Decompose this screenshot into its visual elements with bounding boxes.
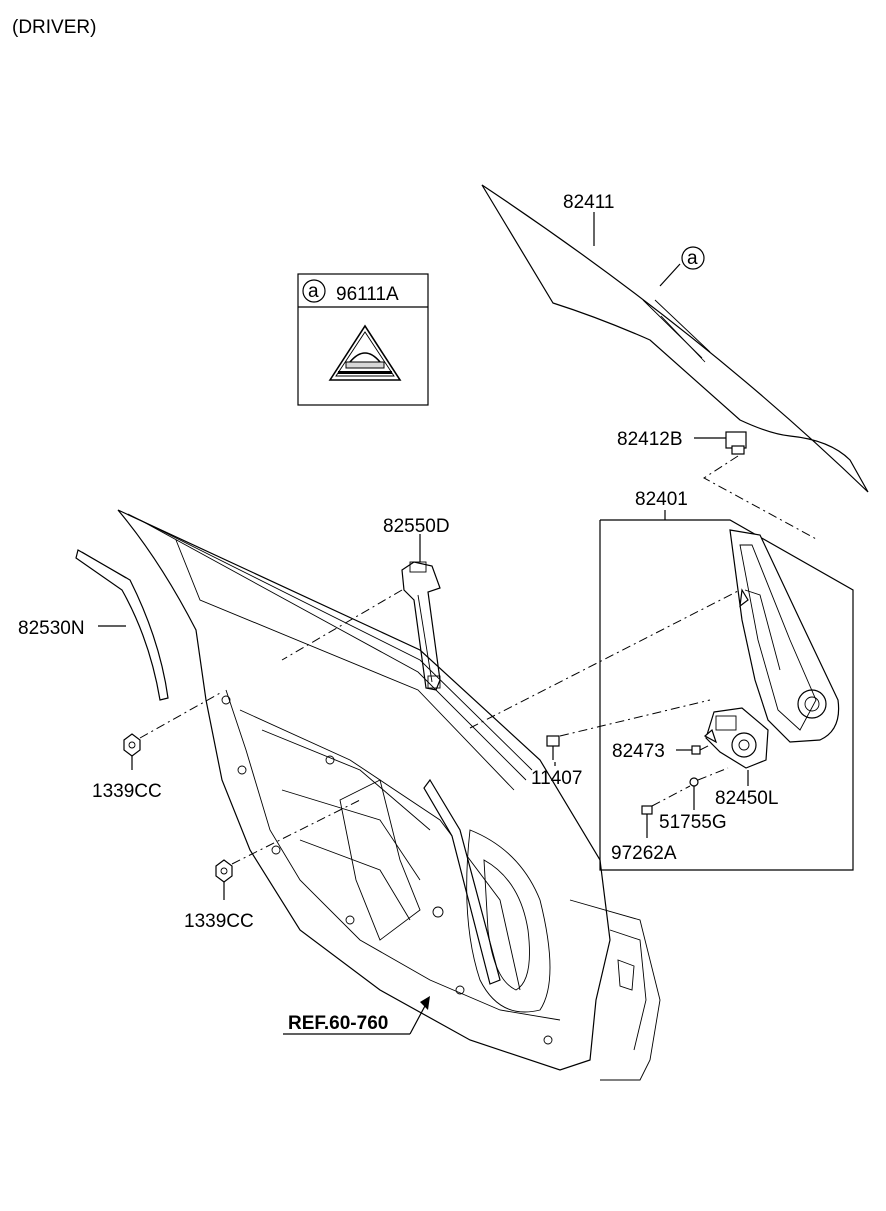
window-regulator xyxy=(729,529,840,743)
legend-ref-letter: a xyxy=(308,281,319,302)
dashline-regulator xyxy=(469,589,741,729)
label-guide-rail: 82550D xyxy=(383,516,450,537)
regulator-box xyxy=(599,519,854,871)
legend-box: a 96111A xyxy=(297,273,429,406)
reference-label: REF.60-760 xyxy=(288,1013,388,1034)
label-regulator-assy: 82401 xyxy=(635,489,688,510)
door-channel xyxy=(75,549,169,701)
dashline-nut-lower xyxy=(231,799,361,865)
motor-screw xyxy=(676,745,701,755)
label-channel: 82530N xyxy=(18,618,85,639)
dashline-guide-rail xyxy=(281,589,403,661)
guide-rail xyxy=(401,561,441,691)
glass-ref-letter: a xyxy=(687,248,698,269)
label-motor-screw: 82473 xyxy=(612,741,665,762)
label-bolt: 11407 xyxy=(531,768,582,789)
window-motor xyxy=(703,707,769,769)
door-glass xyxy=(481,184,869,493)
dashline-screw xyxy=(651,785,691,807)
reference-leader xyxy=(409,1003,427,1035)
dashline-bolt xyxy=(559,699,711,737)
label-glass-clip: 82412B xyxy=(617,429,683,450)
nut-upper xyxy=(123,733,141,757)
dashline-washer xyxy=(697,767,729,781)
dashline-nut-upper xyxy=(139,691,223,739)
legend-part-number: 96111A xyxy=(336,284,399,305)
nut-lower xyxy=(215,859,233,883)
screw xyxy=(641,805,653,828)
dashline-motor-screw xyxy=(699,743,713,751)
washer xyxy=(689,777,699,787)
label-screw: 97262A xyxy=(611,843,677,864)
dashline-clip xyxy=(703,455,819,541)
label-washer: 51755G xyxy=(659,812,727,833)
label-nut-upper: 1339CC xyxy=(92,781,162,802)
glass-ref-circle xyxy=(681,246,705,270)
header-side: (DRIVER) xyxy=(12,17,96,38)
glass-clip xyxy=(725,431,747,455)
label-nut-lower: 1339CC xyxy=(184,911,254,932)
label-motor: 82450L xyxy=(715,788,778,809)
bolt xyxy=(546,735,560,760)
door-panel xyxy=(117,509,661,1081)
leader-glass-ref xyxy=(659,263,681,287)
label-emblem-icon xyxy=(328,324,402,381)
reference-arrow-icon xyxy=(420,996,430,1010)
label-glass: 82411 xyxy=(563,192,614,213)
